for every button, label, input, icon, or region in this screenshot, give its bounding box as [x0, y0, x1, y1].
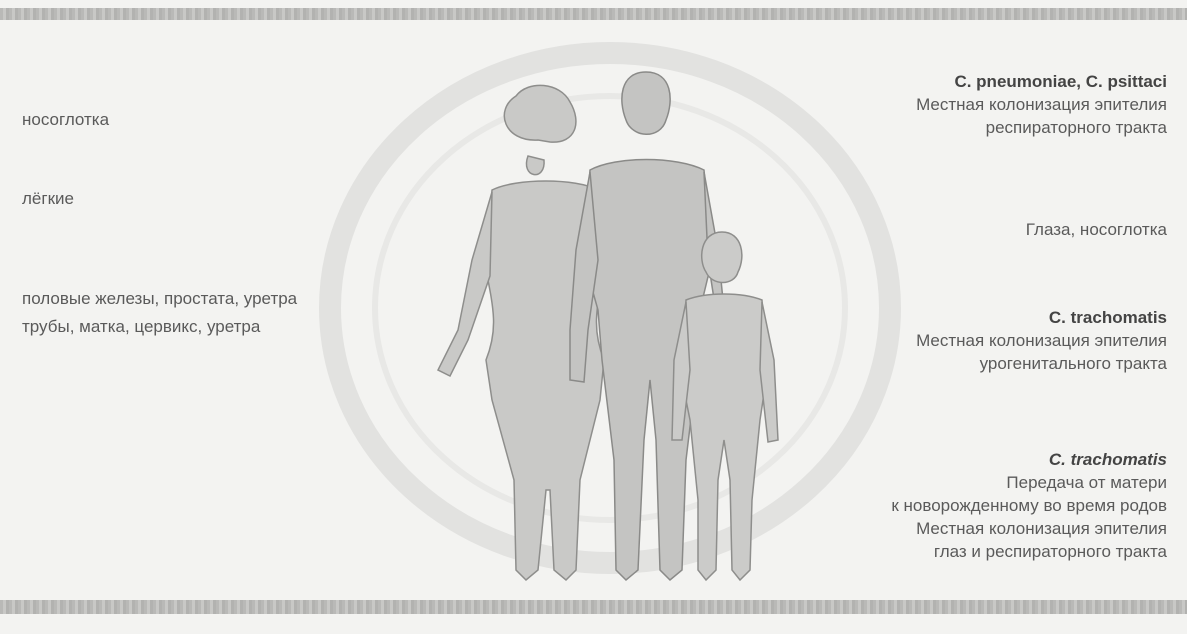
species-perinatal: C. trachomatis [891, 448, 1167, 471]
block-eyes: Глаза, носоглотка [1026, 218, 1167, 241]
top-border-band [0, 8, 1187, 20]
urogenital-line-2: урогенитального тракта [916, 352, 1167, 375]
human-figures-illustration [420, 60, 800, 600]
perinatal-line-3: Местная колонизация эпителия [891, 517, 1167, 540]
block-perinatal: C. trachomatis Передача от матери к ново… [891, 448, 1167, 563]
label-nasopharynx: носоглотка [22, 108, 109, 131]
label-lungs: лёгкие [22, 187, 74, 210]
bottom-border-band [0, 600, 1187, 614]
species-urogenital: C. trachomatis [916, 306, 1167, 329]
perinatal-line-1: Передача от матери [891, 471, 1167, 494]
block-urogenital: C. trachomatis Местная колонизация эпите… [916, 306, 1167, 375]
respiratory-line-2: респираторного тракта [916, 116, 1167, 139]
perinatal-line-2: к новорожденному во время родов [891, 494, 1167, 517]
urogenital-line-1: Местная колонизация эпителия [916, 329, 1167, 352]
block-respiratory: C. pneumoniae, C. psittaci Местная колон… [916, 70, 1167, 139]
eyes-label: Глаза, носоглотка [1026, 218, 1167, 241]
label-genital-female: трубы, матка, цервикс, уретра [22, 315, 260, 338]
perinatal-line-4: глаз и респираторного тракта [891, 540, 1167, 563]
respiratory-line-1: Местная колонизация эпителия [916, 93, 1167, 116]
label-genital-male: половые железы, простата, уретра [22, 287, 297, 310]
species-respiratory: C. pneumoniae, C. psittaci [916, 70, 1167, 93]
